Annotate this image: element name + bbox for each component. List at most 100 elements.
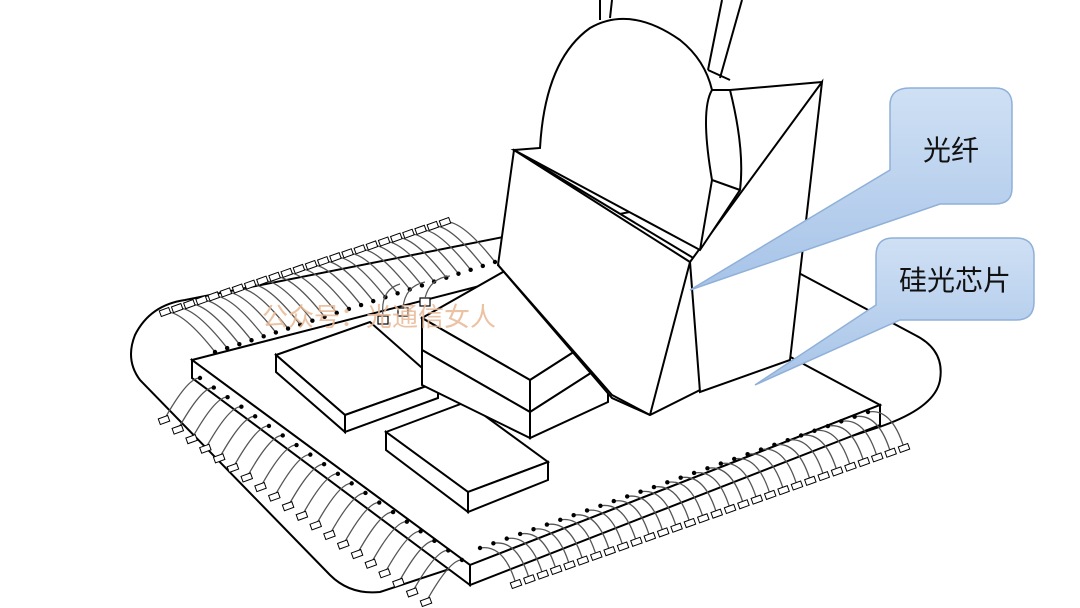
front-left-bond-dot bbox=[363, 490, 368, 496]
front-right-pad bbox=[803, 475, 817, 486]
back-pad bbox=[292, 263, 306, 275]
back-bond-dot bbox=[298, 322, 303, 327]
front-left-bond-dot bbox=[432, 538, 437, 544]
front-right-bond-dot bbox=[504, 536, 509, 541]
front-left-pad bbox=[199, 443, 212, 454]
front-right-pad bbox=[790, 480, 804, 491]
front-right-wire bbox=[747, 453, 785, 491]
front-right-bond-dot bbox=[839, 419, 844, 424]
front-left-bond-dot bbox=[239, 404, 244, 409]
back-bond-dot bbox=[310, 318, 315, 323]
front-left-pad bbox=[419, 596, 433, 608]
back-pad bbox=[365, 240, 379, 251]
callout-chip: 硅光芯片 bbox=[754, 237, 1035, 386]
back-pad bbox=[231, 283, 245, 294]
back-pad bbox=[182, 299, 196, 310]
front-left-pad bbox=[336, 539, 350, 550]
front-right-pad bbox=[696, 513, 710, 524]
front-left-pad bbox=[281, 501, 295, 512]
back-pad bbox=[377, 236, 391, 247]
front-right-wire bbox=[787, 439, 825, 477]
front-right-pad bbox=[737, 499, 750, 510]
front-left-bond-dot bbox=[225, 394, 230, 400]
fiber-coupler-block bbox=[496, 0, 824, 417]
front-left-pad bbox=[392, 577, 405, 589]
front-right-wire bbox=[586, 509, 624, 547]
back-bond-dot bbox=[395, 291, 400, 296]
front-right-bond-dot bbox=[852, 414, 857, 419]
back-bond-dot bbox=[322, 314, 327, 319]
front-left-pad bbox=[240, 472, 254, 483]
front-right-bond-dot bbox=[611, 498, 616, 504]
front-right-wire bbox=[506, 537, 544, 575]
back-pad bbox=[402, 228, 415, 239]
front-left-pad bbox=[171, 424, 185, 435]
back-bond-dot bbox=[480, 263, 486, 269]
front-left-bond-dot bbox=[390, 509, 396, 515]
front-right-pad bbox=[817, 470, 831, 482]
back-pad bbox=[243, 279, 257, 290]
front-right-wire bbox=[867, 411, 905, 449]
front-right-pad bbox=[670, 522, 683, 533]
back-pad bbox=[316, 255, 330, 267]
front-right-wire bbox=[520, 532, 557, 571]
front-left-pad bbox=[254, 481, 267, 493]
front-left-bond-dot bbox=[266, 423, 272, 429]
front-right-wire bbox=[854, 415, 892, 453]
front-right-bond-dot bbox=[691, 470, 697, 476]
front-right-pad bbox=[857, 456, 871, 468]
bond-wires-back bbox=[158, 216, 498, 355]
front-right-bond-dot bbox=[665, 480, 670, 485]
front-right-bond-dot bbox=[571, 512, 576, 518]
front-left-pad bbox=[378, 568, 391, 579]
front-right-bond-dot bbox=[825, 423, 831, 429]
front-right-pad bbox=[643, 531, 657, 543]
front-right-pad bbox=[723, 503, 737, 515]
front-right-wire bbox=[841, 420, 878, 458]
front-right-bond-dot bbox=[544, 522, 550, 527]
front-right-wire bbox=[640, 490, 678, 528]
front-left-bond-dot bbox=[197, 375, 203, 381]
back-pad bbox=[389, 232, 403, 243]
front-right-pad bbox=[523, 574, 536, 585]
front-right-pad bbox=[576, 555, 590, 566]
back-bond-dot bbox=[285, 326, 291, 331]
front-left-pad bbox=[226, 462, 240, 474]
front-right-pad bbox=[870, 452, 884, 463]
front-left-bond-dot bbox=[252, 414, 258, 419]
back-bond-dot bbox=[212, 349, 218, 355]
front-left-pad bbox=[267, 491, 281, 502]
front-right-pad bbox=[844, 461, 857, 472]
front-right-pad bbox=[777, 485, 790, 496]
front-left-bond-dot bbox=[211, 385, 216, 390]
front-right-bond-dot bbox=[558, 517, 563, 523]
back-pad bbox=[195, 295, 208, 306]
back-pad bbox=[414, 224, 428, 235]
front-right-pad bbox=[603, 546, 617, 557]
watermark-text: 公众号：光通信女人 bbox=[262, 303, 496, 333]
front-right-wire bbox=[546, 523, 584, 561]
back-pad bbox=[256, 275, 269, 286]
front-right-bond-dot bbox=[477, 545, 483, 551]
bond-wires-front-right bbox=[477, 409, 911, 590]
front-left-bond-dot bbox=[335, 471, 341, 476]
front-right-bond-dot bbox=[798, 433, 804, 438]
front-left-pad bbox=[212, 453, 226, 464]
back-pad bbox=[219, 287, 233, 298]
front-right-wire bbox=[533, 528, 571, 566]
front-right-bond-dot bbox=[718, 461, 724, 466]
back-pad bbox=[329, 252, 342, 263]
front-left-bond-dot bbox=[280, 433, 285, 438]
front-left-bond-dot bbox=[404, 519, 410, 524]
back-bond-dot bbox=[224, 345, 230, 351]
front-right-wire bbox=[720, 462, 758, 500]
front-right-wire bbox=[613, 500, 651, 538]
back-pad bbox=[268, 271, 281, 282]
front-right-pad bbox=[630, 536, 643, 547]
front-right-pad bbox=[656, 527, 670, 538]
front-right-wire bbox=[560, 518, 597, 557]
front-right-wire bbox=[760, 448, 798, 486]
front-right-bond-dot bbox=[812, 428, 817, 433]
front-right-bond-dot bbox=[865, 409, 871, 415]
front-left-pad bbox=[185, 433, 198, 445]
